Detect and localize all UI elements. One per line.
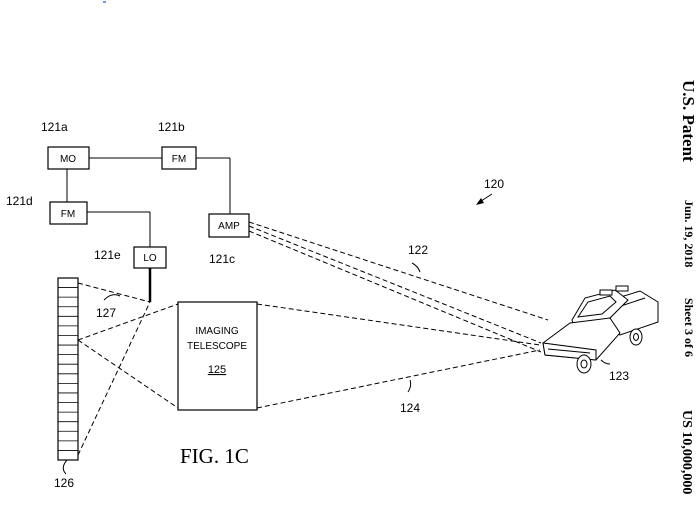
component-mo: MO: [47, 146, 90, 170]
svg-text:IMAGING: IMAGING: [195, 326, 239, 337]
ref-123: 123: [609, 369, 629, 383]
sidebar-number: US 10,000,000: [679, 410, 694, 494]
component-fm-121d: FM: [49, 201, 88, 225]
svg-text:FM: FM: [172, 154, 186, 165]
svg-text:LO: LO: [143, 253, 157, 264]
ref-121b: 121b: [158, 120, 185, 134]
ref-126: 126: [54, 476, 74, 490]
figure-caption: FIG. 1C: [180, 444, 249, 468]
ref-121e: 121e: [94, 248, 121, 262]
detector-array: [57, 277, 79, 461]
ref-121a: 121a: [41, 120, 68, 134]
telescope-ref: 125: [208, 364, 226, 376]
component-lo: LO: [133, 246, 167, 269]
imaging-telescope: IMAGING TELESCOPE 125: [177, 301, 258, 411]
ref-120: 120: [484, 177, 504, 191]
svg-text:FM: FM: [61, 209, 75, 220]
svg-text:TELESCOPE: TELESCOPE: [187, 341, 247, 352]
component-fm-121b: FM: [161, 146, 197, 170]
sidebar-patent: U.S. Patent: [679, 80, 698, 162]
optical-paths: [77, 221, 549, 456]
ref-127: 127: [96, 306, 116, 320]
ref-124: 124: [400, 401, 420, 415]
target-truck: [542, 285, 659, 374]
ref-122: 122: [408, 243, 428, 257]
patent-sidebar: U.S. Patent Jun. 19, 2018 Sheet 3 of 6 U…: [679, 80, 698, 494]
leaders: [62, 262, 611, 475]
wiring: [66, 157, 231, 302]
ref-121d: 121d: [6, 194, 33, 208]
svg-text:AMP: AMP: [218, 221, 240, 232]
sidebar-sheet: Sheet 3 of 6: [682, 298, 696, 357]
component-amp: AMP: [208, 213, 250, 238]
sidebar-date: Jun. 19, 2018: [682, 200, 696, 267]
ref-121c: 121c: [209, 252, 235, 266]
ref-120-arrow: [476, 193, 493, 205]
svg-text:MO: MO: [60, 154, 76, 165]
